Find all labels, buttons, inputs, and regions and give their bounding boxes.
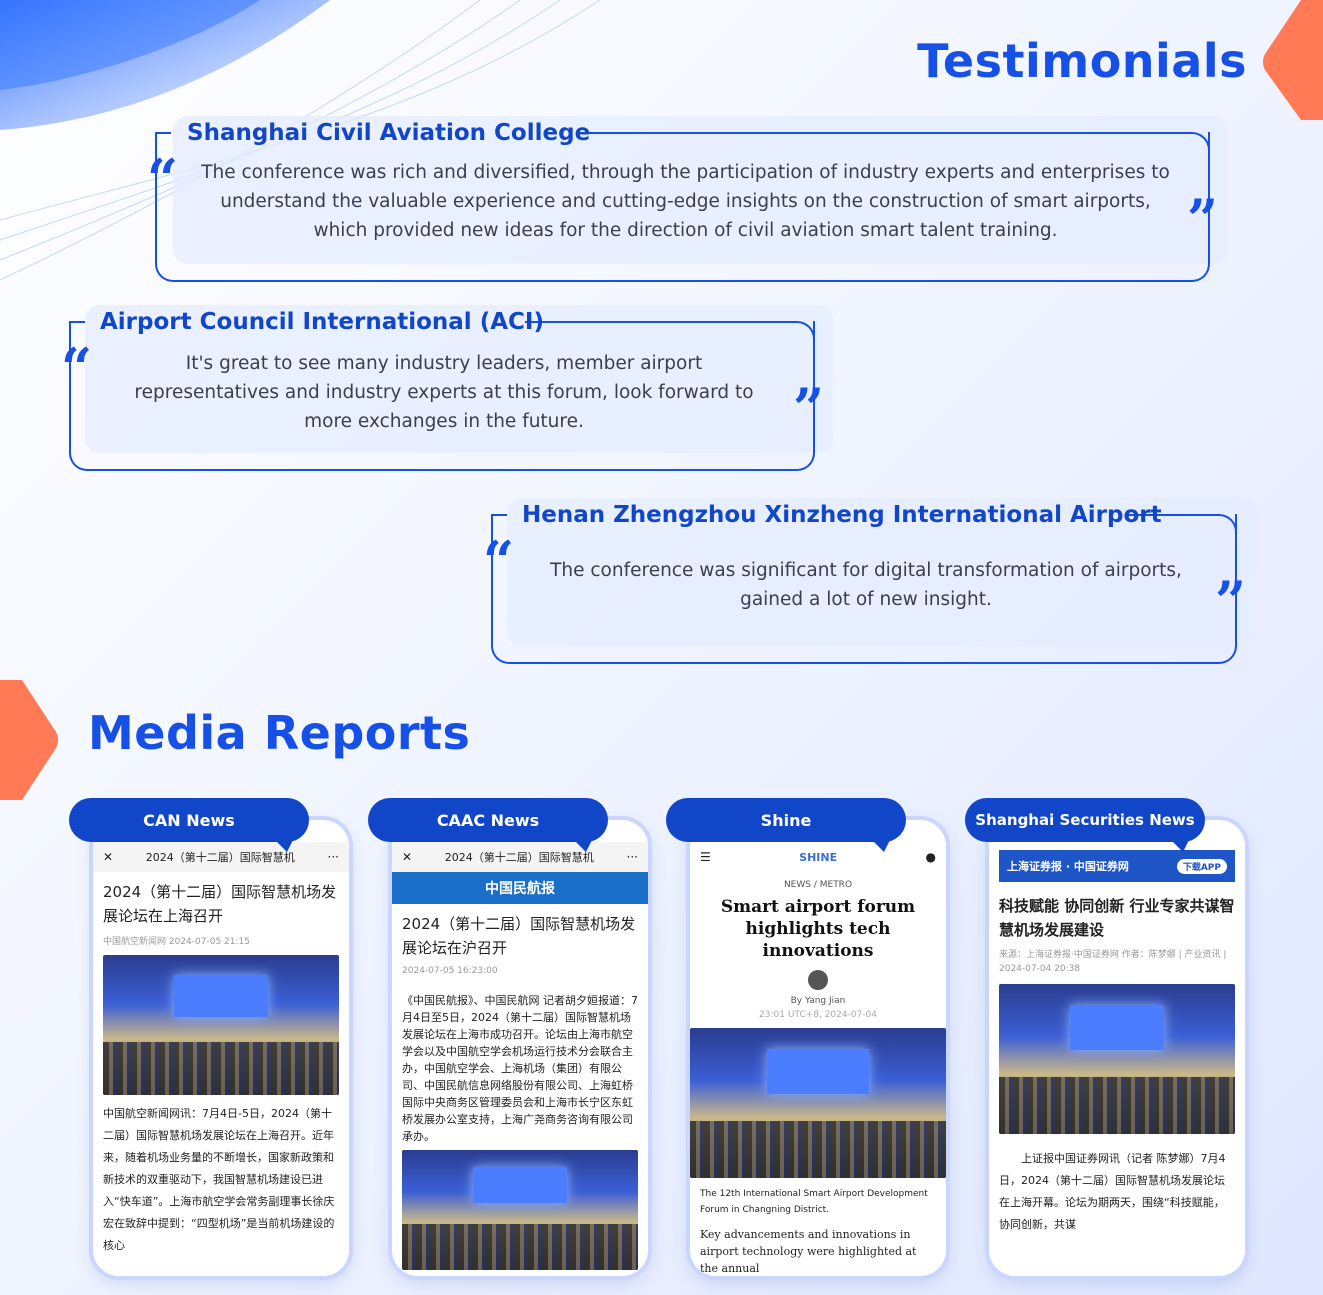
open-quote-icon: “: [483, 529, 515, 593]
testimonial-card-2: Airport Council International (ACI) “ It…: [61, 305, 833, 471]
testimonial-panel: [173, 116, 1228, 264]
testimonial-card-3: Henan Zhengzhou Xinzheng International A…: [483, 498, 1255, 664]
phone-screenshot: ✕ 2024（第十二届）国际智慧机 ··· 2024（第十二届）国际智慧机场发展…: [93, 820, 349, 1276]
more-icon: ···: [626, 850, 638, 864]
testimonial-panel: [85, 305, 833, 453]
article-body: 《中国民航报》、中国民航网 记者胡夕姮报道：7月4日至5日，2024（第十二届）…: [402, 994, 638, 1143]
media-card-shine[interactable]: Shine ☰ SHINE ● NEWS / METRO Smart airpo…: [666, 798, 946, 1278]
frame-top-line: [525, 321, 815, 353]
article-meta: 中国航空新闻网 2024-07-05 21:15: [103, 937, 250, 947]
coral-hexagon-decoration-left: [0, 680, 58, 800]
publication-header: 上海证券报 · 中国证券网 下载APP: [999, 850, 1235, 882]
close-quote-icon: ”: [1187, 187, 1219, 251]
article-author: By Yang Jian: [790, 996, 846, 1006]
article-photo: [999, 984, 1235, 1134]
media-card-can-news[interactable]: CAN News ✕ 2024（第十二届）国际智慧机 ··· 2024（第十二届…: [69, 798, 349, 1278]
article-title: 2024（第十二届）国际智慧机场发展论坛在上海召开: [103, 883, 337, 925]
testimonial-org: Airport Council International (ACI): [100, 309, 544, 335]
frame-top-line: [577, 132, 1210, 164]
article-photo: [402, 1150, 638, 1270]
media-source-tab[interactable]: CAN News: [69, 798, 309, 852]
phone-screenshot: 上海证券报 · 中国证券网 下载APP 科技赋能 协同创新 行业专家共谋智慧机场…: [989, 820, 1245, 1276]
author-avatar: [808, 970, 828, 990]
testimonials-heading: Testimonials: [917, 34, 1247, 88]
publication-logo: SHINE: [799, 850, 838, 864]
download-app-button[interactable]: 下载APP: [1176, 858, 1227, 874]
frame-corner-tick: [69, 321, 85, 337]
publication-logo: 中国民航报: [392, 872, 648, 904]
article-title: 科技赋能 协同创新 行业专家共谋智慧机场发展建设: [999, 897, 1235, 939]
phone-top-bar: ✕ 2024（第十二届）国际智慧机 ···: [392, 842, 648, 872]
article-body: 上证报中国证券网讯（记者 陈梦娜）7月4日，2024（第十二届）国际智慧机场发展…: [999, 1152, 1226, 1231]
close-quote-icon: ”: [793, 376, 825, 440]
article-meta: 23:01 UTC+8, 2024-07-04: [759, 1010, 877, 1020]
frame-top-line: [1127, 514, 1237, 546]
article-title: 2024（第十二届）国际智慧机场发展论坛在沪召开: [402, 915, 636, 957]
media-card-caac-news[interactable]: CAAC News ✕ 2024（第十二届）国际智慧机 ··· 中国民航报 20…: [368, 798, 648, 1278]
article-title: Smart airport forum highlights tech inno…: [720, 897, 916, 961]
phone-top-bar: ✕ 2024（第十二届）国际智慧机 ···: [93, 842, 349, 872]
testimonial-quote: The conference was rich and diversified,…: [201, 162, 1170, 241]
testimonial-quote: It's great to see many industry leaders,…: [134, 353, 754, 432]
testimonial-frame: [491, 514, 1237, 664]
more-icon: ···: [327, 850, 339, 864]
close-icon: ✕: [402, 850, 413, 864]
testimonial-org: Shanghai Civil Aviation College: [187, 120, 591, 146]
user-icon: ●: [925, 850, 936, 864]
article-body: 中国航空新闻网讯：7月4日-5日，2024（第十二届）国际智慧机场发展论坛在上海…: [103, 1107, 335, 1252]
photo-caption: The 12th International Smart Airport Dev…: [700, 1189, 928, 1215]
phone-screenshot: ☰ SHINE ● NEWS / METRO Smart airport for…: [690, 820, 946, 1276]
article-body: Key advancements and innovations in airp…: [700, 1228, 917, 1275]
open-quote-icon: “: [147, 147, 179, 211]
frame-corner-tick: [155, 132, 171, 148]
phone-bar-title: 2024（第十二届）国际智慧机: [145, 851, 295, 864]
article-photo: [103, 955, 339, 1095]
testimonial-frame: [69, 321, 815, 471]
testimonial-frame: [155, 132, 1210, 282]
article-meta: 来源：上海证券报·中国证券网 作者：陈梦娜 | 产业资讯 | 2024-07-0…: [999, 950, 1227, 974]
article-meta: 2024-07-05 16:23:00: [402, 966, 498, 976]
media-source-tab[interactable]: CAAC News: [368, 798, 608, 852]
media-reports-heading: Media Reports: [88, 706, 471, 760]
testimonial-org: Henan Zhengzhou Xinzheng International A…: [522, 502, 1162, 528]
media-source-tab[interactable]: Shanghai Securities News: [965, 798, 1205, 852]
close-icon: ✕: [103, 850, 114, 864]
publication-logo: 上海证券报 · 中国证券网: [1007, 860, 1129, 873]
media-card-shanghai-securities-news[interactable]: Shanghai Securities News 上海证券报 · 中国证券网 下…: [965, 798, 1245, 1278]
open-quote-icon: “: [61, 336, 93, 400]
article-section: NEWS / METRO: [783, 880, 853, 890]
phone-top-bar: ☰ SHINE ●: [690, 842, 946, 872]
close-quote-icon: ”: [1215, 569, 1247, 633]
article-photo: [690, 1028, 946, 1178]
media-source-tab[interactable]: Shine: [666, 798, 906, 852]
menu-icon: ☰: [700, 850, 711, 864]
testimonial-card-1: Shanghai Civil Aviation College “ The co…: [147, 116, 1228, 282]
frame-corner-tick: [491, 514, 507, 530]
testimonial-quote: The conference was significant for digit…: [550, 560, 1182, 610]
phone-bar-title: 2024（第十二届）国际智慧机: [444, 851, 594, 864]
coral-hexagon-decoration-top: [1263, 0, 1323, 120]
phone-screenshot: ✕ 2024（第十二届）国际智慧机 ··· 中国民航报 2024（第十二届）国际…: [392, 820, 648, 1276]
